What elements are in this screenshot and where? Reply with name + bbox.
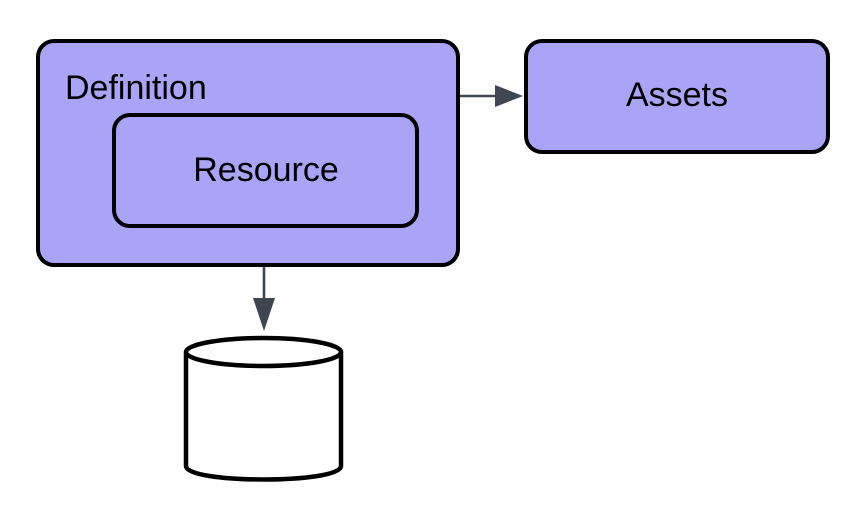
arrowhead-down-icon [253,298,275,331]
database-cylinder-top-icon [183,335,344,369]
node-resource-label: Resource [193,151,339,189]
node-resource-box[interactable] [112,113,419,228]
node-assets[interactable]: Assets [524,39,830,154]
database-cylinder-body [183,349,344,482]
edge-definition-to-assets[interactable] [460,85,523,107]
node-definition-label: Definition [65,69,207,107]
node-resource[interactable]: Resource [112,113,419,228]
node-assets-label: Assets [626,76,728,114]
node-database-cylinder[interactable] [183,335,344,482]
node-assets-box[interactable] [524,39,830,154]
arrowhead-right-icon [495,85,523,107]
